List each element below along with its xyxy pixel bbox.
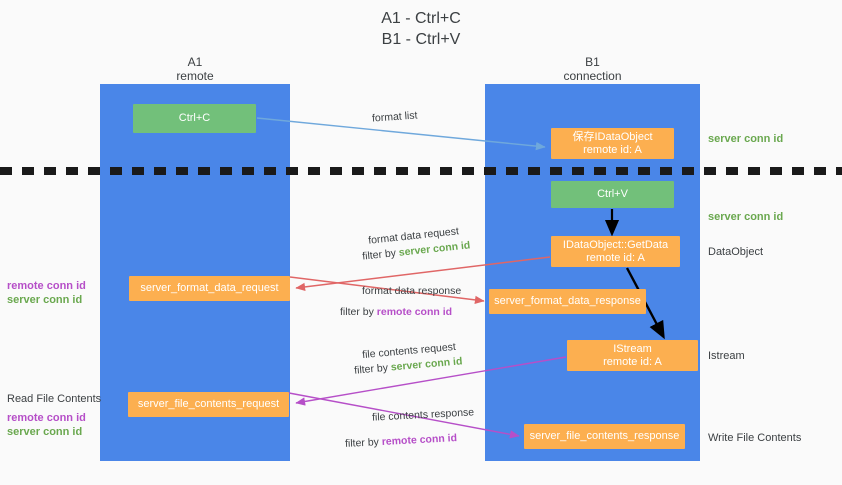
label-dataobject: DataObject (708, 246, 764, 258)
caption-format-data-response: format data response (362, 285, 462, 297)
page-title: A1 - Ctrl+C B1 - Ctrl+V (381, 10, 461, 48)
node-idataobject-getdata[interactable]: IDataObject::GetData remote id: A (551, 236, 680, 267)
caption-format-list: format list (371, 109, 418, 125)
caption-filter-prefix-4: filter by (344, 436, 383, 450)
label-server-conn-id: server conn id (7, 294, 83, 306)
label-istream: Istream (708, 350, 745, 362)
label-conn-ids-format: remote conn id server conn id (7, 279, 86, 307)
node-server-file-contents-response[interactable]: server_file_contents_response (524, 424, 685, 449)
caption-filter-prefix: filter by (361, 246, 400, 263)
column-header-b1: B1 connection (563, 55, 622, 83)
label-remote-conn-id: remote conn id (7, 280, 86, 292)
column-header-a1: A1 remote (176, 55, 214, 83)
node-server-file-contents-request[interactable]: server_file_contents_request (128, 392, 289, 417)
caption-format-data-response-filter: filter by remote conn id (340, 305, 452, 319)
node-save-idataobject[interactable]: 保存IDataObject remote id: A (551, 128, 674, 159)
label-write-file-contents: Write File Contents (708, 432, 802, 444)
caption-filter-value-remote-2: remote conn id (381, 432, 458, 448)
node-ctrl-v[interactable]: Ctrl+V (551, 181, 674, 208)
node-server-format-data-request[interactable]: server_format_data_request (129, 276, 290, 301)
node-server-format-data-response[interactable]: server_format_data_response (489, 289, 646, 314)
node-istream[interactable]: IStream remote id: A (567, 340, 698, 371)
label-remote-conn-id-2: remote conn id (7, 412, 86, 424)
label-conn-ids-file: remote conn id server conn id (7, 411, 86, 439)
caption-file-contents-response-filter: filter by remote conn id (345, 431, 458, 451)
node-ctrl-c[interactable]: Ctrl+C (133, 104, 256, 133)
label-server-conn-id-mid: server conn id (708, 211, 784, 223)
label-server-conn-id-top: server conn id (708, 133, 784, 145)
caption-filter-prefix-3: filter by (353, 361, 392, 377)
caption-filter-value-remote: remote conn id (376, 306, 453, 318)
caption-file-contents-response: file contents response (371, 406, 475, 424)
caption-filter-prefix-2: filter by (340, 306, 377, 318)
label-read-file-contents: Read File Contents (7, 393, 102, 405)
label-server-conn-id-2: server conn id (7, 426, 83, 438)
